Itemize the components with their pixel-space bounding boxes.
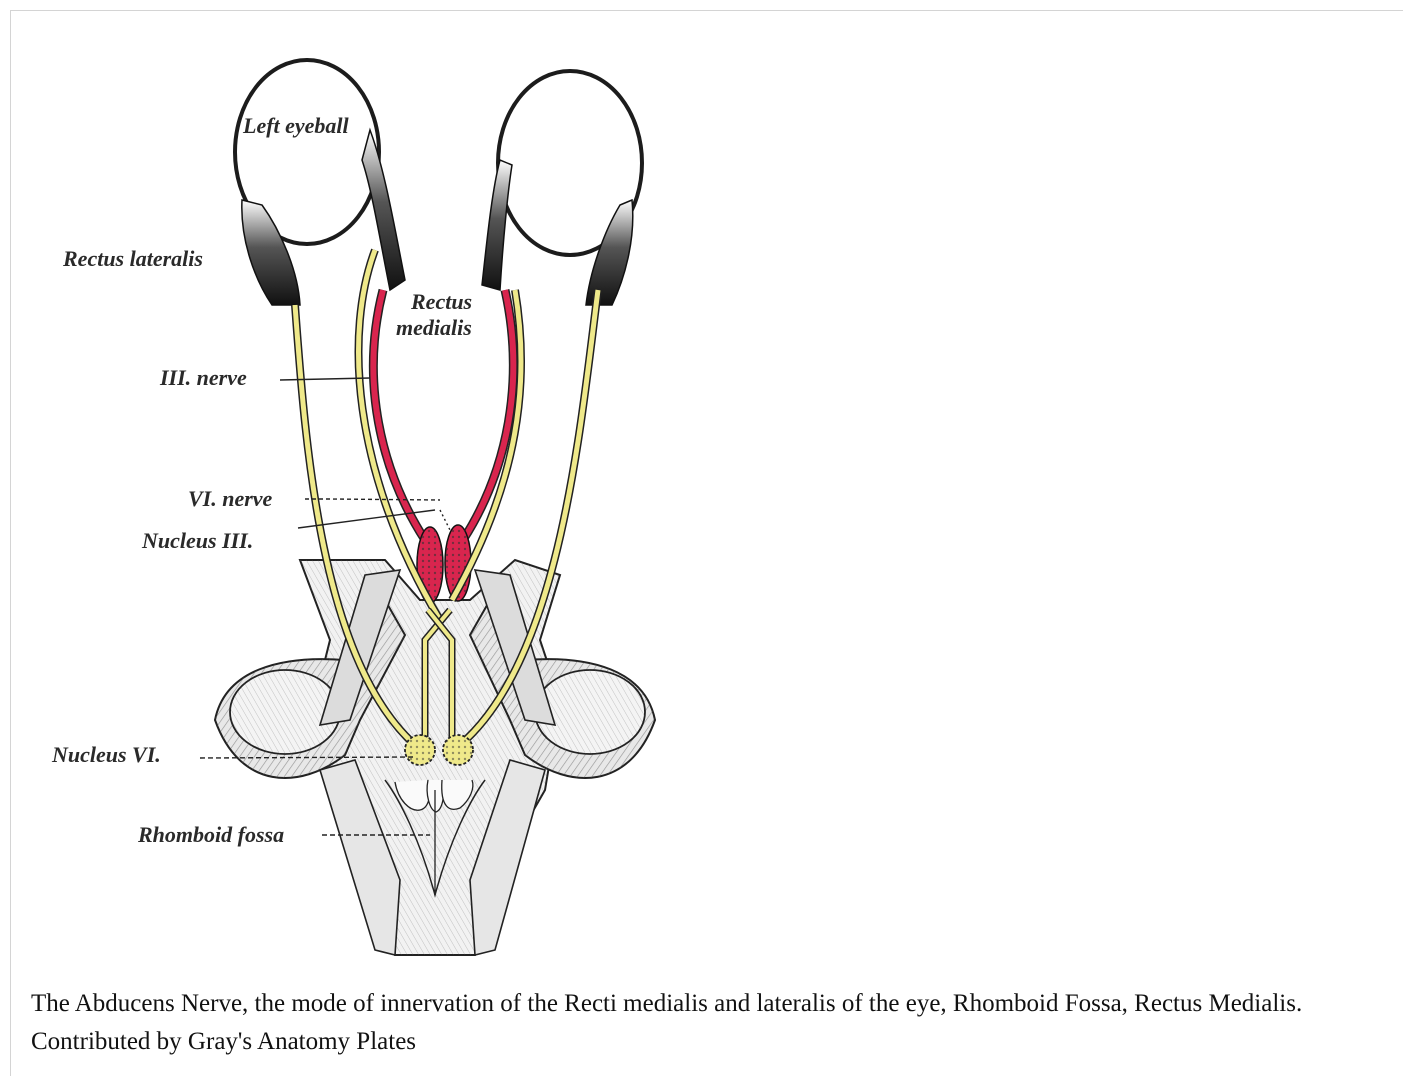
figure-caption: The Abducens Nerve, the mode of innervat… [31, 985, 1371, 1061]
label-nucleus-vi: Nucleus VI. [51, 742, 161, 767]
label-rectus: Rectus [410, 289, 472, 314]
label-iii-nerve: III. nerve [159, 365, 247, 390]
label-vi-nerve: VI. nerve [188, 486, 273, 511]
label-nucleus-iii: Nucleus III. [141, 528, 253, 553]
label-medialis: medialis [396, 315, 472, 340]
left-eyeball [235, 60, 405, 305]
label-rhomboid-fossa: Rhomboid fossa [137, 822, 284, 847]
right-eyeball [482, 71, 642, 305]
anatomy-illustration: Left eyeball Rectus lateralis Rectus med… [0, 0, 1403, 980]
label-left-eyeball: Left eyeball [242, 113, 350, 138]
label-rectus-lateralis: Rectus lateralis [62, 246, 203, 271]
